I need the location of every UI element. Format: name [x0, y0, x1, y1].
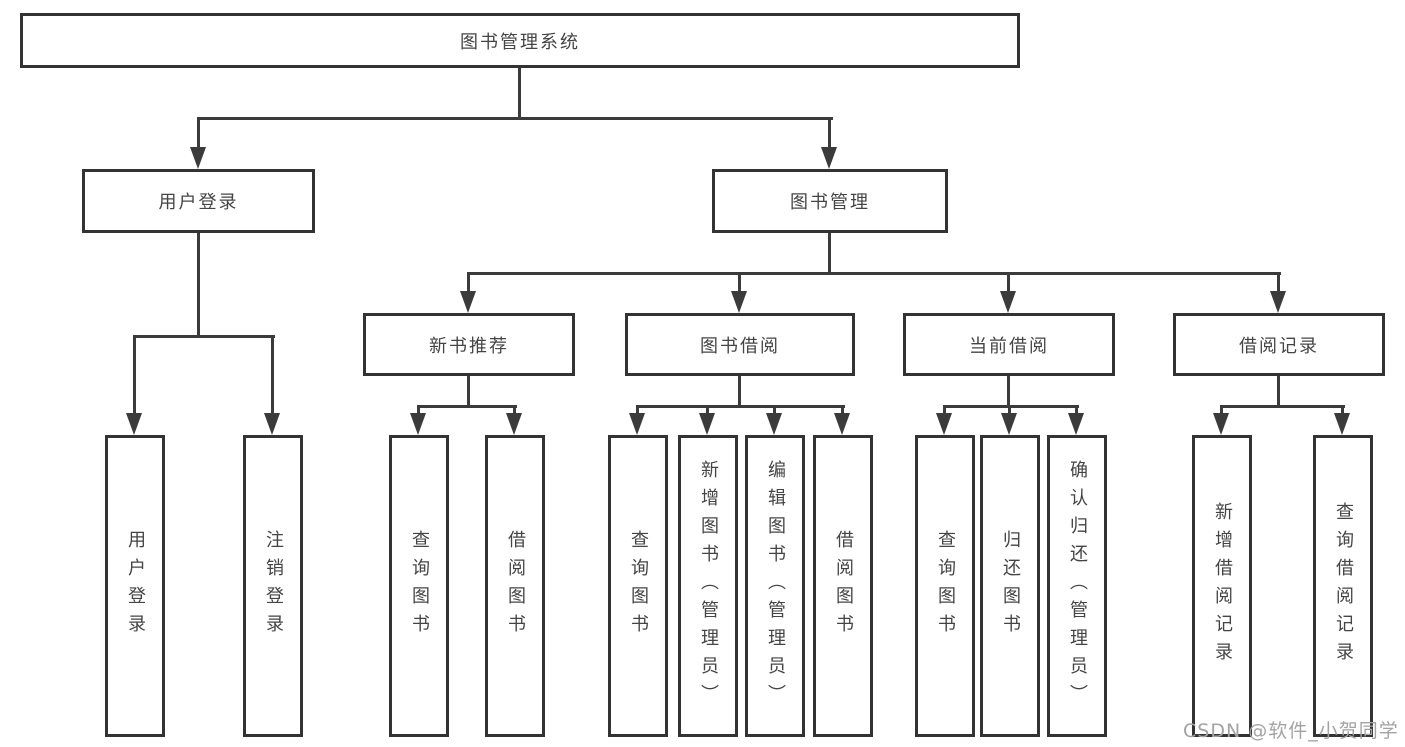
connector-drop-leaf	[706, 405, 709, 417]
connector-drop-leaf	[943, 405, 946, 417]
arrow-down-icon	[190, 147, 206, 169]
arrow-down-icon	[460, 291, 476, 313]
leaf-return-books: 归还图书	[980, 435, 1040, 737]
connector-drop-leaf	[1341, 405, 1344, 417]
arrow-down-icon	[410, 413, 426, 435]
connector-borrow-record-bus	[1220, 405, 1345, 408]
connector-drop-leaf	[636, 405, 639, 417]
arrow-down-icon	[126, 413, 142, 435]
leaf-borrow-books-borrow: 借阅图书	[813, 435, 873, 737]
connector-drop-level3	[1007, 272, 1010, 295]
arrow-down-icon	[1000, 291, 1016, 313]
node-new-book-recommend: 新书推荐	[363, 313, 575, 376]
arrow-down-icon	[629, 413, 645, 435]
connector-drop-leaf	[1075, 405, 1078, 417]
connector-drop-level3	[1277, 272, 1280, 295]
leaf-user-login: 用户登录	[105, 435, 165, 737]
leaf-query-borrow-record: 查询借阅记录	[1313, 435, 1373, 737]
arrow-down-icon	[506, 413, 522, 435]
leaf-add-borrow-record: 新增借阅记录	[1192, 435, 1252, 737]
arrow-down-icon	[264, 413, 280, 435]
connector-drop-level3	[467, 272, 470, 295]
arrow-down-icon	[1001, 413, 1017, 435]
arrow-down-icon	[1068, 413, 1084, 435]
connector-drop-leaf	[271, 335, 274, 415]
leaf-edit-book-admin: 编辑图书（管理员）	[745, 435, 805, 737]
connector-book-borrow-bus	[636, 405, 845, 408]
connector-drop-leaf	[513, 405, 516, 417]
leaf-borrow-books-recommend: 借阅图书	[485, 435, 545, 737]
node-book-management: 图书管理	[712, 169, 948, 233]
leaf-confirm-return-admin: 确认归还（管理员）	[1047, 435, 1107, 737]
arrow-down-icon	[1270, 291, 1286, 313]
arrow-down-icon	[821, 147, 837, 169]
connector-current-borrow-stem	[1007, 373, 1010, 407]
connector-drop-leaf	[773, 405, 776, 417]
connector-drop-leaf	[1008, 405, 1011, 417]
connector-root-stem	[518, 66, 521, 119]
connector-borrow-record-stem	[1277, 373, 1280, 407]
arrow-down-icon	[699, 413, 715, 435]
connector-user-login-stem	[197, 231, 200, 337]
arrow-down-icon	[766, 413, 782, 435]
node-borrow-records: 借阅记录	[1173, 313, 1385, 376]
node-library-system: 图书管理系统	[20, 13, 1020, 68]
leaf-query-books-current: 查询图书	[915, 435, 975, 737]
arrow-down-icon	[1334, 413, 1350, 435]
connector-level2-bus	[197, 117, 833, 120]
node-user-login: 用户登录	[82, 169, 315, 233]
connector-book-borrow-stem	[738, 373, 741, 407]
connector-new-book-bus	[417, 405, 517, 408]
connector-drop-leaf	[417, 405, 420, 417]
connector-drop-leaf	[133, 335, 136, 415]
arrow-down-icon	[834, 413, 850, 435]
connector-drop-book-management	[828, 117, 831, 149]
leaf-query-books-recommend: 查询图书	[389, 435, 449, 737]
leaf-add-book-admin: 新增图书（管理员）	[678, 435, 738, 737]
connector-drop-level3	[738, 272, 741, 295]
connector-drop-leaf	[841, 405, 844, 417]
connector-user-login-bus	[133, 335, 275, 338]
node-current-borrowing: 当前借阅	[903, 313, 1115, 376]
connector-new-book-stem	[467, 373, 470, 407]
connector-book-management-stem	[828, 231, 831, 274]
arrow-down-icon	[1213, 413, 1229, 435]
node-book-borrowing: 图书借阅	[625, 313, 855, 376]
connector-drop-leaf	[1220, 405, 1223, 417]
leaf-logout: 注销登录	[243, 435, 303, 737]
connector-level3-bus	[467, 272, 1281, 275]
arrow-down-icon	[731, 291, 747, 313]
connector-current-borrow-bus	[943, 405, 1079, 408]
watermark-text: CSDN @软件_小贺同学	[1183, 720, 1399, 742]
arrow-down-icon	[936, 413, 952, 435]
connector-drop-user-login	[197, 117, 200, 149]
leaf-query-books-borrow: 查询图书	[608, 435, 668, 737]
